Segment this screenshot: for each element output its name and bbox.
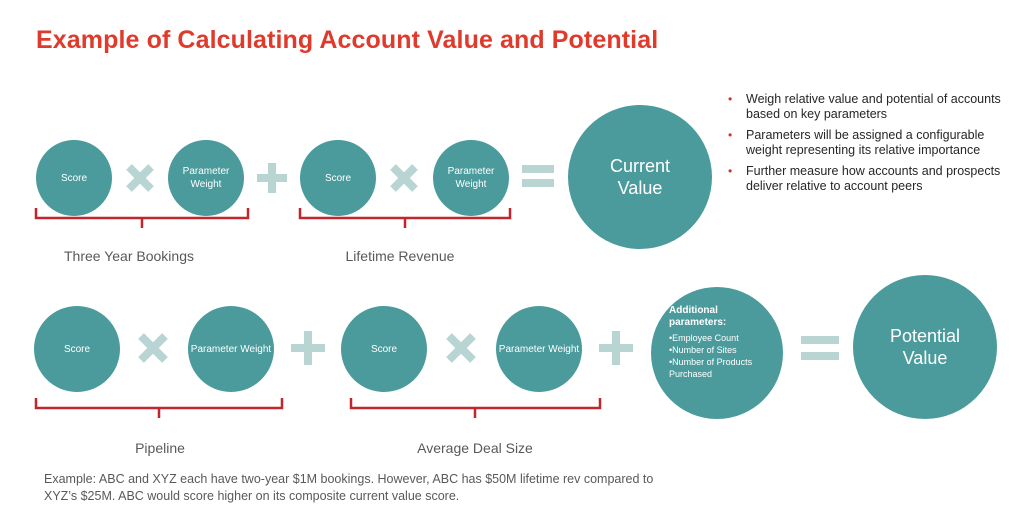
additional-parameter-item: •Employee Count [669,333,739,343]
score-circle-lifetime-revenue: Score [300,140,376,216]
score-circle-three-year-bookings: Score [36,140,112,216]
group-label-average-deal-size: Average Deal Size [417,440,533,456]
score-label: Score [60,172,88,184]
plus-icon [257,163,287,193]
weight-label: Parameter Weight [182,166,230,190]
weight-circle-lifetime-revenue: Parameter Weight [433,140,509,216]
score-label: Score [370,343,398,355]
bracket-average-deal-size [349,398,602,418]
bullet-icon: • [728,164,733,178]
bracket-pipeline [34,398,284,418]
potential-value-circle: Potential Value [853,275,997,419]
score-label: Score [63,343,91,355]
additional-parameters-header: Additional parameters: [669,305,727,328]
key-point: •Parameters will be assigned a configura… [728,128,985,157]
bullet-icon: • [728,128,733,142]
example-footnote: Example: ABC and XYZ each have two-year … [44,472,654,503]
group-label-pipeline: Pipeline [135,440,185,456]
score-circle-average-deal-size: Score [341,306,427,392]
weight-label: Parameter Weight [447,166,495,190]
score-circle-pipeline: Score [34,306,120,392]
equals-icon [801,336,839,360]
multiply-icon [126,164,154,192]
bracket-three-year-bookings [34,208,250,228]
score-label: Score [324,172,352,184]
multiply-icon [138,333,168,363]
plus-icon [599,331,633,365]
weight-label: Parameter Weight [190,343,272,355]
weight-circle-three-year-bookings: Parameter Weight [168,140,244,216]
multiply-icon [446,333,476,363]
additional-parameters-list: •Employee Count •Number of Sites •Number… [669,332,783,380]
group-label-lifetime-revenue: Lifetime Revenue [345,248,455,264]
weight-circle-pipeline: Parameter Weight [188,306,274,392]
group-label-three-year-bookings: Three Year Bookings [64,248,194,264]
bracket-lifetime-revenue [298,208,512,228]
key-point: •Further measure how accounts and prospe… [728,164,1001,193]
additional-parameter-item: •Number of Sites [669,345,737,355]
weight-label: Parameter Weight [498,343,580,355]
plus-icon [291,331,325,365]
multiply-icon [390,164,418,192]
potential-value-label: Potential Value [889,326,961,368]
additional-parameter-item: •Number of Products Purchased [669,357,753,379]
current-value-circle: Current Value [568,105,712,249]
equals-icon [522,165,554,187]
weight-circle-average-deal-size: Parameter Weight [496,306,582,392]
key-points-list: •Weigh relative value and potential of a… [728,92,1003,200]
page-title: Example of Calculating Account Value and… [36,26,659,54]
current-value-label: Current Value [609,156,671,198]
additional-parameters-circle: Additional parameters: •Employee Count •… [651,287,783,419]
key-point: •Weigh relative value and potential of a… [728,92,1001,121]
bullet-icon: • [728,92,733,106]
